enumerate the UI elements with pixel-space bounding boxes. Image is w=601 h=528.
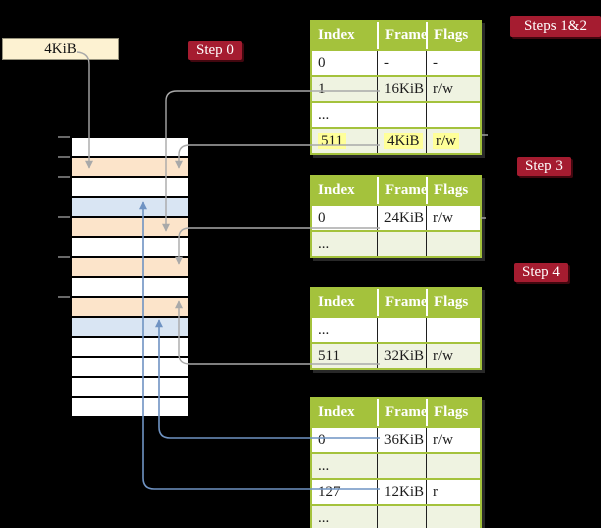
table-cell: 127 [318,484,341,500]
header-cell-flags: Flags [426,399,480,426]
memory-frame-row-10 [72,318,188,338]
table-row-index-...: ... [312,452,480,478]
header-cell-index: Index [318,27,355,43]
table-cell: ... [318,107,330,123]
step-4-badge: Step 4 [514,263,568,282]
table-cell: r/w [426,206,480,230]
page-size-box: 4KiB [2,38,119,60]
memory-frame-row-3 [72,178,188,198]
memory-frame-row-7 [72,258,188,278]
table-cell [377,454,426,478]
memory-frame-row-1 [72,138,188,158]
table-row-index-...: ... [312,504,480,528]
table-cell [377,318,426,342]
memory-frame-row-4 [72,198,188,218]
memory-frame-row-13 [72,378,188,398]
table-row-index-...: ... [312,316,480,342]
memory-frame-row-5 [72,218,188,238]
table-row-index-0: 0 -- [312,49,480,75]
table-row-index-...: ... [312,230,480,256]
table-cell: ... [318,510,330,526]
memory-frame-row-2 [72,158,188,178]
table-cell: r/w [426,344,480,368]
table-cell: 511 [312,129,377,153]
table-cell: 1 [318,81,326,97]
step-0-badge: Step 0 [188,41,242,60]
table-cell: 4KiB [377,129,426,153]
table-cell: - [377,51,426,75]
table-cell [426,103,480,127]
table-cell [377,506,426,528]
header-cell-frame: Frame [377,399,426,426]
table-cell [426,506,480,528]
table-cell: r/w [426,129,480,153]
table-cell: r [426,480,480,504]
memory-frame-row-14 [72,398,188,416]
table-cell [426,232,480,256]
memory-tick-marks [58,136,70,298]
table-cell: 36KiB [377,428,426,452]
table-cell [377,232,426,256]
table-cell: 32KiB [377,344,426,368]
memory-frame-row-12 [72,358,188,378]
header-cell-frame: Frame [377,22,426,49]
header-cell-flags: Flags [426,289,480,316]
step-3-badge: Step 3 [517,157,571,176]
table-cell [377,103,426,127]
header-cell-index: Index [318,404,355,420]
header-cell-flags: Flags [426,22,480,49]
table-cell [426,454,480,478]
physical-memory-column [70,136,190,418]
memory-frame-row-11 [72,338,188,358]
table-cell: 24KiB [377,206,426,230]
header-cell-frame: Frame [377,289,426,316]
header-cell-frame: Frame [377,177,426,204]
highlighted-value: r/w [433,133,459,149]
table-cell: r/w [426,77,480,101]
highlighted-value: 511 [318,133,346,149]
table-cell: 0 [318,210,326,226]
table-row-index-...: ... [312,101,480,127]
table-cell [426,318,480,342]
table-cell: 0 [318,432,326,448]
header-cell-index: Index [318,182,355,198]
memory-frame-row-6 [72,238,188,258]
header-cell-index: Index [318,294,355,310]
table-cell: r/w [426,428,480,452]
steps-1-2-badge: Steps 1&2 [510,16,601,37]
memory-frame-row-8 [72,278,188,298]
table-cell: 16KiB [377,77,426,101]
table-cell: 12KiB [377,480,426,504]
table-cell: ... [318,322,330,338]
highlighted-value: 4KiB [384,133,423,149]
table-cell: ... [318,458,330,474]
header-cell-flags: Flags [426,177,480,204]
table-cell: - [426,51,480,75]
memory-frame-row-9 [72,298,188,318]
table-cell: ... [318,236,330,252]
table-cell: 0 [318,55,326,71]
table-row-index-511: 511 4KiB r/w [312,127,480,153]
page-size-label: 4KiB [44,41,77,57]
table-cell: 511 [318,348,340,364]
